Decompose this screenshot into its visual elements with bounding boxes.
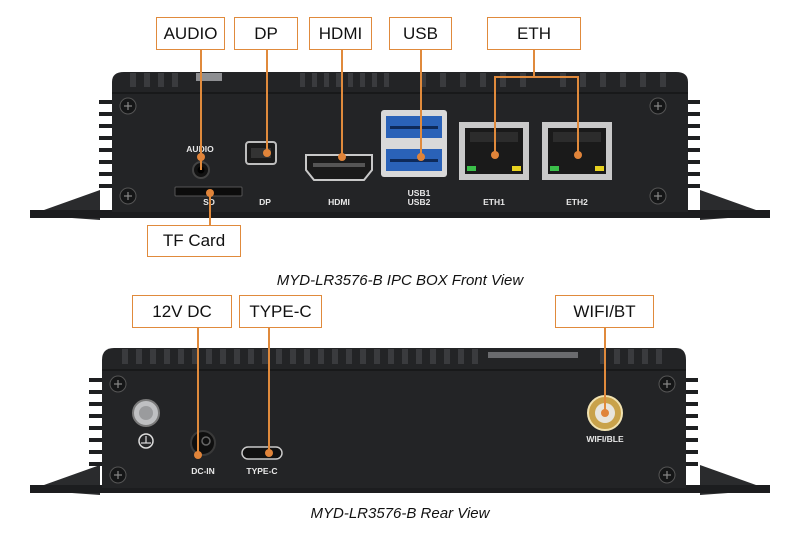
eth1-port <box>459 122 529 180</box>
callout-wifi-bt: WIFI/BT <box>555 295 654 328</box>
rear-view-caption: MYD-LR3576-B Rear View <box>310 505 490 522</box>
panel-label-usb1: USB1 <box>408 188 431 198</box>
leader-usb <box>420 50 422 160</box>
pin-eth2 <box>574 151 582 159</box>
callout-type-c: TYPE-C <box>239 295 322 328</box>
callout-12v-dc: 12V DC <box>132 295 232 328</box>
callout-usb: USB <box>389 17 452 50</box>
leader-typec <box>268 328 270 452</box>
panel-label-usb2: USB2 <box>408 197 431 207</box>
pin-tf <box>206 189 214 197</box>
callout-eth: ETH <box>487 17 581 50</box>
pin-audio <box>197 153 205 161</box>
front-top-tab <box>196 73 222 81</box>
pin-eth1 <box>491 151 499 159</box>
leader-dc <box>197 328 199 455</box>
leader-wifi <box>604 328 606 414</box>
panel-label-hdmi: HDMI <box>328 197 350 207</box>
panel-label-typec: TYPE-C <box>246 466 277 476</box>
panel-label-dp: DP <box>259 197 271 207</box>
panel-label-wifi: WIFI/BLE <box>586 434 624 444</box>
leader-eth <box>533 50 535 76</box>
panel-label-eth2: ETH2 <box>566 197 588 207</box>
pin-usb <box>417 153 425 161</box>
pin-dp <box>263 149 271 157</box>
panel-label-eth1: ETH1 <box>483 197 505 207</box>
pin-dc <box>194 451 202 459</box>
leader-tf <box>209 193 211 225</box>
panel-label-dcin: DC-IN <box>191 466 215 476</box>
typec-port <box>241 446 283 460</box>
hdmi-port <box>305 154 373 181</box>
pin-wifi <box>601 409 609 417</box>
ground-symbol-icon <box>138 433 154 449</box>
callout-hdmi: HDMI <box>309 17 372 50</box>
leader-dp <box>266 50 268 153</box>
leader-hdmi <box>341 50 343 157</box>
callout-dp: DP <box>234 17 298 50</box>
leader-audio <box>200 50 202 170</box>
pin-hdmi <box>338 153 346 161</box>
callout-audio: AUDIO <box>156 17 225 50</box>
callout-tf-card: TF Card <box>147 225 241 257</box>
pin-typec <box>265 449 273 457</box>
front-view-caption: MYD-LR3576-B IPC BOX Front View <box>276 272 524 289</box>
